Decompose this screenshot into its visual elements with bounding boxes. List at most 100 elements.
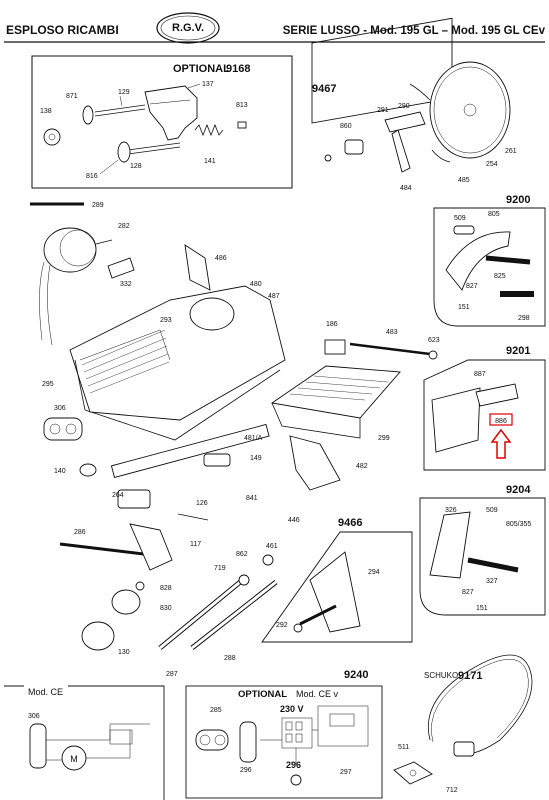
label-484: 484 bbox=[400, 185, 412, 192]
kit-9467-box bbox=[311, 17, 453, 124]
label-805: 805 bbox=[488, 211, 500, 218]
label-140: 140 bbox=[54, 468, 66, 475]
header: ESPLOSO RICAMBI R.G.V. SERIE LUSSO - Mod… bbox=[4, 12, 546, 44]
mod-ce-label: Mod. CE bbox=[28, 687, 63, 697]
schuko-9171-group: SCHUKO 9171 511 712 bbox=[393, 654, 533, 794]
label-264: 264 bbox=[112, 492, 124, 499]
label-137: 137 bbox=[202, 81, 214, 88]
label-299: 299 bbox=[378, 435, 390, 442]
rgv-logo bbox=[156, 12, 220, 44]
label-291: 291 bbox=[377, 107, 389, 114]
label-623: 623 bbox=[428, 337, 440, 344]
label-871: 871 bbox=[66, 93, 78, 100]
kit-9200-label: 9200 bbox=[506, 194, 530, 206]
kit-9467-label: 9467 bbox=[312, 83, 336, 95]
svg-text:M: M bbox=[70, 754, 78, 764]
label-287: 287 bbox=[166, 671, 178, 678]
optional-9168-label: OPTIONAL bbox=[173, 63, 230, 75]
label-827: 827 bbox=[466, 283, 478, 290]
part-886-box bbox=[489, 413, 513, 426]
label-130: 130 bbox=[118, 649, 130, 656]
label-446: 446 bbox=[288, 517, 300, 524]
label-712: 712 bbox=[446, 787, 458, 794]
label-286: 286 bbox=[74, 529, 86, 536]
logo-text: R.G.V. bbox=[172, 22, 204, 34]
label-288: 288 bbox=[224, 655, 236, 662]
label-296b: 296 bbox=[286, 760, 301, 770]
label-297: 297 bbox=[340, 769, 352, 776]
kit-9201-box bbox=[423, 359, 546, 471]
label-306b: 306 bbox=[28, 713, 40, 720]
main-assembly: 289 282 332 486 480 487 293 295 481/A bbox=[30, 202, 286, 521]
label-128: 128 bbox=[130, 163, 142, 170]
label-483: 483 bbox=[386, 329, 398, 336]
label-332: 332 bbox=[120, 281, 132, 288]
label-886: 886 bbox=[495, 418, 507, 425]
mod-ce-v-label: Mod. CE v bbox=[296, 689, 339, 699]
label-294: 294 bbox=[368, 569, 380, 576]
label-828: 828 bbox=[160, 585, 172, 592]
kit-9200-box bbox=[433, 207, 546, 327]
label-827b: 827 bbox=[462, 589, 474, 596]
kit-9200-group: 9200 509 805 825 827 151 298 bbox=[433, 194, 546, 327]
label-282: 282 bbox=[118, 223, 130, 230]
label-151b: 151 bbox=[476, 605, 488, 612]
label-295: 295 bbox=[42, 381, 54, 388]
header-left-title: ESPLOSO RICAMBI bbox=[6, 23, 119, 37]
label-149: 149 bbox=[250, 455, 262, 462]
label-805-355: 805/355 bbox=[506, 521, 531, 528]
kit-9201-group: 9201 887 886 bbox=[423, 345, 546, 471]
label-813: 813 bbox=[236, 102, 248, 109]
label-254: 254 bbox=[486, 161, 498, 168]
kit-9204-group: 9204 326 509 805/355 327 827 151 bbox=[419, 484, 546, 616]
mod-ce-box bbox=[4, 685, 165, 800]
label-293: 293 bbox=[160, 317, 172, 324]
kit-9204-box bbox=[419, 497, 546, 616]
label-306: 306 bbox=[54, 405, 66, 412]
label-285: 285 bbox=[210, 707, 222, 714]
label-862: 862 bbox=[236, 551, 248, 558]
kit-9240-label: 9240 bbox=[344, 669, 368, 681]
label-117: 117 bbox=[190, 541, 201, 548]
label-481a: 481/A bbox=[244, 435, 263, 442]
label-482: 482 bbox=[356, 463, 368, 470]
kit-9240-box bbox=[185, 685, 383, 799]
label-126: 126 bbox=[196, 500, 208, 507]
label-141: 141 bbox=[204, 158, 216, 165]
label-887: 887 bbox=[474, 371, 486, 378]
kit-9466-group: 9466 294 292 bbox=[261, 517, 413, 643]
mod-ce-group: Mod. CE 306 M bbox=[4, 685, 165, 800]
voltage-label: 230 V bbox=[280, 704, 304, 714]
label-151: 151 bbox=[458, 304, 470, 311]
label-480: 480 bbox=[250, 281, 262, 288]
label-292: 292 bbox=[276, 622, 288, 629]
motor bbox=[43, 227, 97, 273]
label-486: 486 bbox=[215, 255, 227, 262]
label-816: 816 bbox=[86, 173, 98, 180]
label-261: 261 bbox=[505, 148, 517, 155]
label-860: 860 bbox=[340, 123, 352, 130]
lower-mechanism: 286 117 828 830 130 bbox=[59, 523, 201, 656]
kit-9466-label: 9466 bbox=[338, 517, 362, 529]
carriage bbox=[270, 365, 401, 419]
label-511: 511 bbox=[398, 744, 409, 751]
kit-9204-label: 9204 bbox=[506, 484, 531, 496]
label-298: 298 bbox=[518, 315, 530, 322]
kit-9201-label: 9201 bbox=[506, 345, 530, 357]
label-485: 485 bbox=[458, 177, 470, 184]
label-825: 825 bbox=[494, 273, 506, 280]
optional-9168-group: OPTIONAL 9168 137 129 871 138 813 141 12… bbox=[31, 55, 293, 189]
label-326: 326 bbox=[445, 507, 457, 514]
optional-9240-label: OPTIONAL bbox=[238, 689, 287, 700]
label-719: 719 bbox=[214, 565, 226, 572]
rod-assembly: 287 288 862 461 719 bbox=[158, 543, 278, 678]
label-289: 289 bbox=[92, 202, 104, 209]
kit-9467-group: 9467 261 254 485 291 290 484 860 bbox=[311, 17, 517, 192]
kit-9466-box bbox=[261, 531, 413, 643]
label-461: 461 bbox=[266, 543, 278, 550]
label-509: 509 bbox=[454, 215, 466, 222]
kit-9171-label: 9171 bbox=[458, 670, 482, 682]
label-841: 841 bbox=[246, 495, 258, 502]
red-arrow-icon bbox=[490, 428, 512, 459]
